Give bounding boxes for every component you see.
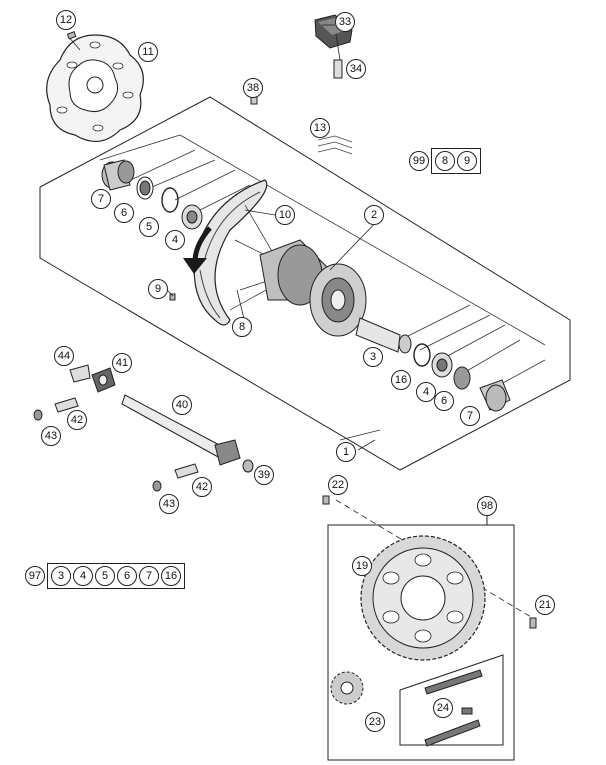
chain-kit-frame [399,654,504,746]
callout-6-right: 6 [434,391,454,411]
callout-43-upper: 43 [41,426,61,446]
callout-5: 5 [139,217,159,237]
brake-disc [46,31,144,142]
kit-97-item: 5 [95,566,115,586]
bolt-21-shape [529,617,537,629]
callout-42-upper: 42 [67,410,87,430]
kit-99-item: 8 [435,151,455,171]
screw-38-shape [250,96,258,105]
callout-11: 11 [138,42,158,62]
wheel-rim [193,179,268,326]
kit-97-label: 97 [25,566,45,586]
leader-lines [166,24,384,451]
kit-99-group: 99 8 9 [409,148,481,174]
callout-34: 34 [346,59,366,79]
hub [229,204,367,337]
rear-sprocket [360,535,486,661]
callout-22: 22 [328,475,348,495]
kit-97-item: 7 [139,566,159,586]
kit-99-box: 8 9 [431,148,481,174]
callout-19: 19 [352,556,372,576]
axle-hardware [33,364,254,492]
rotation-arrowhead [183,258,207,274]
callout-24: 24 [433,698,453,718]
chain-links [424,669,483,747]
callout-8: 8 [232,317,252,337]
right-bearing-stack [355,317,511,412]
front-sprocket-bore [340,681,354,695]
callout-10: 10 [275,205,295,225]
callout-23: 23 [365,712,385,732]
kit-97-group: 97 3 4 5 6 7 16 [25,563,185,589]
assembly-guide-lines [99,134,546,441]
callout-41: 41 [112,353,132,373]
spoke-nipple-strips [317,135,353,155]
left-bearing-stack [101,159,203,230]
callout-44: 44 [54,346,74,366]
sprocket-kit-frame [327,499,537,761]
callout-33: 33 [335,12,355,32]
kit-99-item: 9 [457,151,477,171]
callout-9: 9 [148,279,168,299]
axle [121,394,241,466]
kit-97-box: 3 4 5 6 7 16 [47,563,185,589]
callout-39: 39 [254,465,274,485]
callout-42-lower: 42 [192,477,212,497]
callout-6-left: 6 [114,203,134,223]
callout-40: 40 [172,395,192,415]
callout-98: 98 [477,496,497,516]
kit-97-item: 16 [161,566,181,586]
kit-97-item: 6 [117,566,137,586]
callout-43-lower: 43 [159,494,179,514]
callout-3: 3 [363,347,383,367]
callout-7-right: 7 [460,406,480,426]
callout-1: 1 [336,442,356,462]
callout-4-right: 4 [416,382,436,402]
callout-4-left: 4 [165,230,185,250]
callout-21: 21 [535,595,555,615]
callout-16: 16 [391,370,411,390]
wheel-assembly-frame [39,96,571,471]
callout-38: 38 [243,78,263,98]
bolt-22-shape [322,495,330,505]
callout-2: 2 [364,205,384,225]
screw-9-shape [169,293,176,301]
callout-7-left: 7 [91,189,111,209]
kit-99-label: 99 [409,151,429,171]
kit-97-item: 3 [51,566,71,586]
callout-12: 12 [56,10,76,30]
callout-13: 13 [310,118,330,138]
kit-97-item: 4 [73,566,93,586]
